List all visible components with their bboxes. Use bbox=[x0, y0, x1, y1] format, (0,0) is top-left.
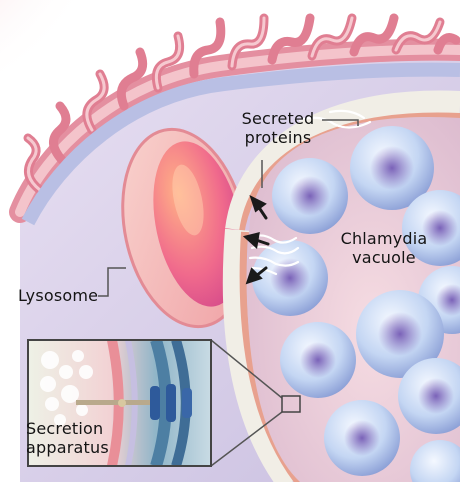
label-chlamydia-vacuole: Chlamydia vacuole bbox=[334, 229, 434, 267]
label-secretion-apparatus: Secretion apparatus bbox=[26, 419, 122, 457]
label-secreted-proteins: Secreted proteins bbox=[228, 109, 328, 147]
label-lysosome: Lysosome bbox=[18, 286, 114, 305]
